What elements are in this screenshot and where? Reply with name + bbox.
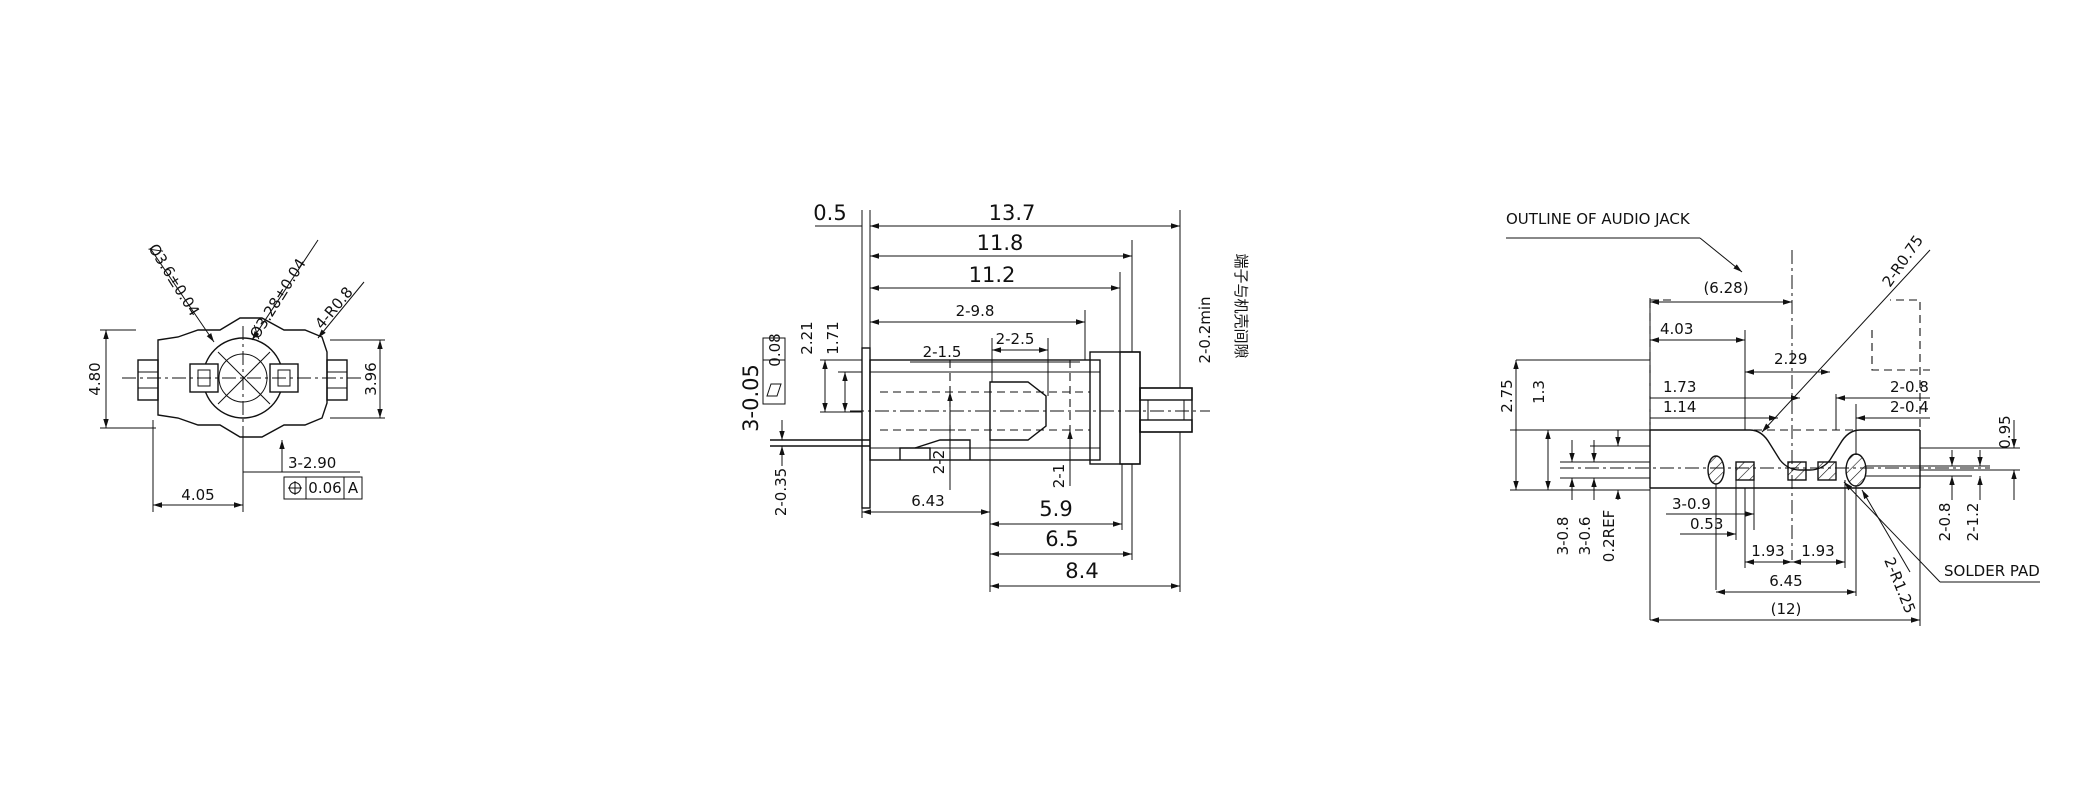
dim-6-5: 6.5	[1045, 527, 1078, 551]
dim-12: (12)	[1771, 600, 1802, 618]
dim-0-53: 0.53	[1690, 515, 1723, 533]
dim-offset: 4.05	[181, 486, 214, 504]
pad-2	[1787, 461, 1807, 481]
dim-0-5: 0.5	[813, 201, 846, 225]
dim-0-2ref: 0.2REF	[1600, 510, 1618, 562]
side-view: 13.7 0.5 11.8 11.2 2-9.8 2-2.5 2-1.5 2.2…	[739, 201, 1250, 592]
dim-3-0-6: 3-0.6	[1576, 517, 1594, 556]
dim-8-4: 8.4	[1065, 559, 1098, 583]
pad-3	[1817, 461, 1837, 481]
dim-2-2-5: 2-2.5	[996, 330, 1035, 348]
dim-0-95: 0.95	[1996, 415, 2014, 448]
gtol-datum: A	[348, 479, 359, 497]
front-tab-right	[326, 359, 348, 401]
dim-hole-size: 3-2.90	[288, 454, 336, 472]
dim-1-71: 1.71	[824, 321, 842, 354]
footprint-body	[1650, 429, 1920, 471]
dim-11-8: 11.8	[977, 231, 1024, 255]
front-body-outline	[157, 317, 328, 438]
dim-2-75: 2.75	[1498, 379, 1516, 412]
dim-2-21: 2.21	[798, 321, 816, 354]
dim-gap: 2-0.2min	[1196, 296, 1214, 363]
dim-3-0-9: 3-0.9	[1672, 495, 1711, 513]
dim-2-29: 2.29	[1774, 350, 1807, 368]
dim-r1-25: 2-R1.25	[1880, 555, 1919, 616]
dim-1-14: 1.14	[1663, 398, 1696, 416]
dim-2-1: 2-1	[1050, 464, 1068, 489]
dim-3-0-05: 3-0.05	[739, 364, 763, 432]
side-body	[869, 359, 1101, 461]
dim-6-28: (6.28)	[1703, 279, 1748, 297]
side-flange	[1089, 351, 1141, 465]
dim-1-3: 1.3	[1530, 380, 1548, 404]
dim-5-9: 5.9	[1039, 497, 1072, 521]
hole-left	[1707, 455, 1725, 485]
dim-3-0-8: 3-0.8	[1554, 517, 1572, 556]
gtol-flatness: 0.08	[766, 333, 784, 366]
gtol-value: 0.06	[308, 479, 341, 497]
dim-2-0-8-vert: 2-0.8	[1936, 503, 1954, 542]
dim-2-0-35: 2-0.35	[772, 468, 790, 516]
dim-hole-large: Ø3.6±0.04	[145, 241, 204, 320]
dim-2-9-8: 2-9.8	[956, 302, 995, 320]
front-view: 4.80 3.96 Ø3.6±0.04 Ø3.28±0.04 4-R0.8 4.…	[86, 239, 385, 512]
front-tab-left	[137, 359, 159, 401]
pad-label: SOLDER PAD	[1944, 562, 2040, 580]
pad-1	[1735, 461, 1755, 481]
hole-right	[1845, 453, 1867, 487]
dim-2-1-5: 2-1.5	[923, 343, 962, 361]
dim-6-43: 6.43	[911, 492, 944, 510]
dim-height: 4.80	[86, 362, 104, 395]
note-gap: 端子与机壳间隙	[1232, 253, 1250, 358]
dim-1-73: 1.73	[1663, 378, 1696, 396]
footprint-view: OUTLINE OF AUDIO JACK (6.28) 4.03 2.29	[1498, 210, 2040, 626]
dim-13-7: 13.7	[989, 201, 1036, 225]
dim-2-1-2: 2-1.2	[1964, 503, 1982, 542]
outline-label: OUTLINE OF AUDIO JACK	[1506, 210, 1691, 228]
dim-1-93-right: 1.93	[1801, 542, 1834, 560]
dim-2-0-4: 2-0.4	[1890, 398, 1929, 416]
dim-11-2: 11.2	[969, 263, 1016, 287]
dim-2-2: 2-2	[930, 450, 948, 475]
flatness-frame	[762, 337, 786, 405]
dim-2-0-8: 2-0.8	[1890, 378, 1929, 396]
dim-inner-height: 3.96	[362, 362, 380, 395]
gtol-frame	[283, 476, 363, 500]
dim-6-45: 6.45	[1769, 572, 1802, 590]
dim-4-03: 4.03	[1660, 320, 1693, 338]
dim-1-93-left: 1.93	[1751, 542, 1784, 560]
dim-hole-small: Ø3.28±0.04	[246, 255, 310, 342]
dim-radius: 4-R0.8	[311, 283, 356, 332]
